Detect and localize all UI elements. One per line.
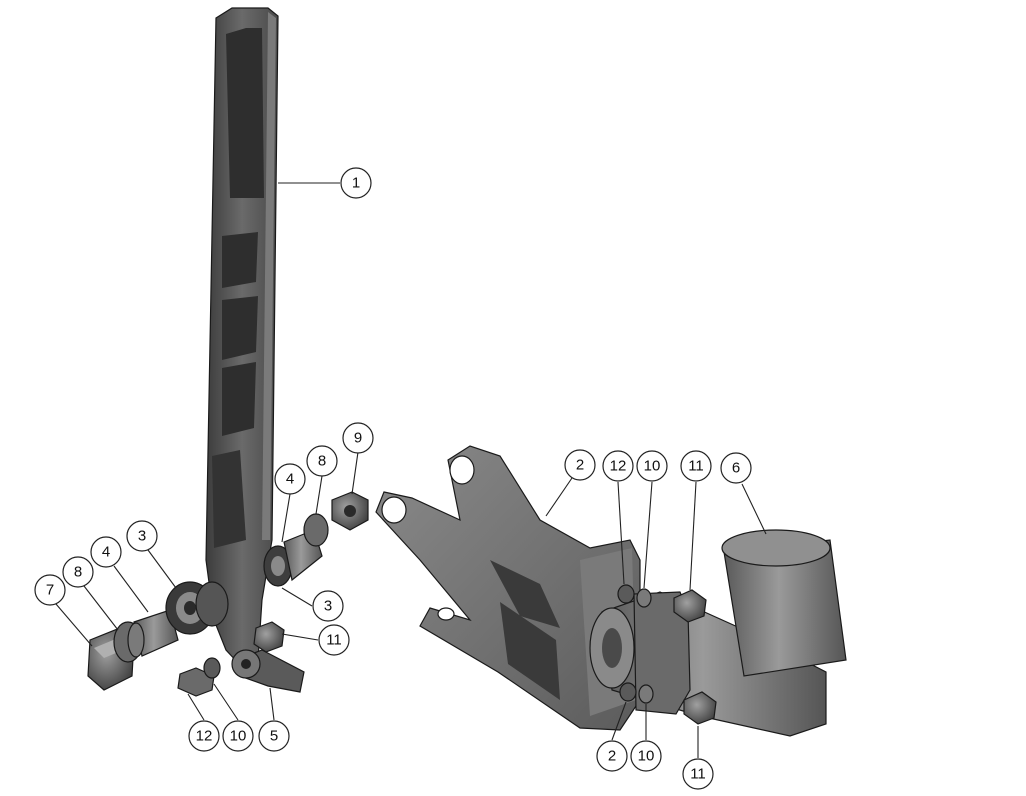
lever-part — [205, 7, 279, 666]
callout-label: 11 — [688, 458, 704, 475]
callout-label: 2 — [608, 748, 616, 765]
callout-9: 9 — [342, 422, 374, 454]
callout-label: 4 — [102, 544, 110, 561]
callout-label: 7 — [46, 582, 54, 599]
right-pivot-hardware — [263, 491, 369, 587]
callout-12-right: 12 — [602, 450, 634, 482]
callout-label: 2 — [576, 457, 584, 474]
callout-label: 12 — [196, 728, 213, 745]
callout-2-upper: 2 — [564, 449, 596, 481]
callout-label: 8 — [318, 453, 326, 470]
left-pivot-hardware — [87, 581, 229, 691]
callout-label: 12 — [610, 458, 627, 475]
callout-2-lower: 2 — [596, 740, 628, 772]
callout-10-right-lower: 10 — [630, 740, 662, 772]
callout-label: 10 — [644, 458, 661, 475]
callout-1-lever: 1 — [340, 167, 372, 199]
master-cylinder-part — [589, 529, 847, 737]
callout-label: 3 — [138, 528, 146, 545]
callout-6: 6 — [720, 452, 752, 484]
callout-11-left: 11 — [318, 624, 350, 656]
callout-10-right-upper: 10 — [636, 450, 668, 482]
callout-label: 11 — [690, 766, 706, 783]
callout-label: 10 — [230, 728, 247, 745]
rod-end-hardware — [177, 621, 305, 697]
callout-3-lower: 3 — [312, 590, 344, 622]
callout-10-left: 10 — [222, 720, 254, 752]
bracket-part — [375, 445, 641, 731]
callout-label: 10 — [638, 748, 655, 765]
callout-label: 5 — [270, 728, 278, 745]
callout-8-right: 8 — [306, 445, 338, 477]
callout-8-left: 8 — [62, 556, 94, 588]
callout-label: 11 — [326, 632, 342, 649]
callout-5: 5 — [258, 720, 290, 752]
callout-11-right-lower: 11 — [682, 758, 714, 790]
callout-7: 7 — [34, 574, 66, 606]
callout-4-left: 4 — [90, 536, 122, 568]
callout-label: 3 — [324, 598, 332, 615]
callout-label: 4 — [286, 471, 294, 488]
callout-label: 8 — [74, 564, 82, 581]
callout-3-upper: 3 — [126, 520, 158, 552]
leader-lines — [55, 182, 767, 758]
callout-12-left: 12 — [188, 720, 220, 752]
callout-label: 9 — [354, 430, 362, 447]
callout-label: 1 — [352, 175, 360, 192]
callout-4-right: 4 — [274, 463, 306, 495]
callout-label: 6 — [732, 460, 740, 477]
callout-11-right-upper: 11 — [680, 450, 712, 482]
